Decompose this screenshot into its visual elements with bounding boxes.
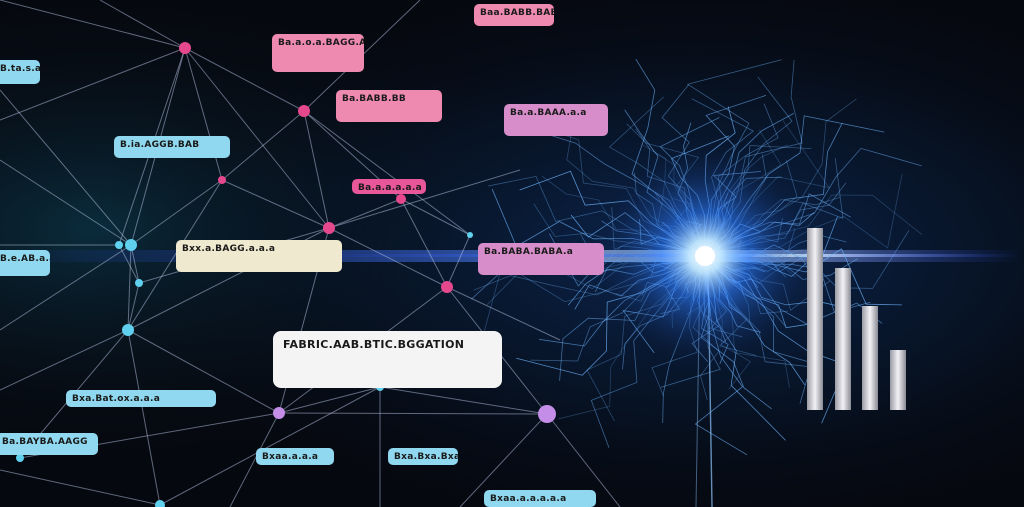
pink-node: [441, 281, 453, 293]
network-link: [328, 169, 521, 229]
bubble-violet-2: Ba.BABA.BABA.a: [478, 243, 604, 275]
network-link: [303, 110, 330, 229]
cyan-node: [115, 241, 123, 249]
network-link: [184, 47, 305, 112]
bubble-text: Ba.BABB.BB: [342, 94, 407, 104]
bubble-cyan-2: B.ia.AGGB.BAB: [114, 136, 230, 158]
network-link: [303, 110, 471, 236]
bubble-magenta-1: Ba.a.a.a.a.a: [352, 179, 426, 194]
network-link: [0, 159, 132, 246]
bubble-text: Ba.BAYBA.AAGG: [2, 437, 88, 447]
bar-3: [862, 306, 878, 410]
pink-node: [396, 194, 406, 204]
cyan-node: [125, 239, 137, 251]
bar-4: [890, 350, 906, 410]
pink-node: [179, 42, 191, 54]
bubble-cream-1: Bxx.a.BAGG.a.a.a: [176, 240, 342, 272]
bubble-cyan-1: B.ta.s.a: [0, 60, 40, 84]
network-link: [0, 244, 132, 331]
pink-node: [298, 105, 310, 117]
bubble-cyan-6: Bxaa.a.a.a: [256, 448, 334, 465]
network-link: [278, 386, 381, 414]
bubble-text: FABRIC.AAB.BTIC.BGGATION: [283, 338, 465, 351]
network-link: [0, 329, 129, 391]
bubble-text: B.ia.AGGB.BAB: [120, 140, 200, 150]
network-link: [221, 179, 330, 229]
bubble-text: Bxaa.a.a.a.a.a: [490, 494, 567, 504]
bubble-cyan-3: B.e.AB.a.a: [0, 250, 50, 276]
pink-node: [323, 222, 335, 234]
network-link: [99, 0, 186, 49]
network-link: [328, 227, 448, 288]
network-link: [278, 412, 548, 415]
network-link: [328, 198, 402, 229]
bubble-cyan-4: Bxa.Bat.ox.a.a.a: [66, 390, 216, 407]
network-link: [229, 412, 280, 507]
bubble-text: B.e.AB.a.a: [0, 254, 50, 264]
bubble-text: Bxa.Bxa.Bxa: [394, 452, 458, 462]
bubble-text: Ba.a.BAAA.a.a: [510, 108, 587, 118]
bubble-cyan-8: Bxaa.a.a.a.a.a: [484, 490, 596, 507]
cyan-node: [467, 232, 473, 238]
bubble-cyan-5: Ba.BAYBA.AAGG: [0, 433, 98, 455]
network-link: [118, 244, 140, 284]
network-link: [127, 329, 161, 506]
violet-node: [538, 405, 556, 423]
bubble-cyan-7: Bxa.Bxa.Bxa: [388, 448, 458, 465]
bar-1: [807, 228, 823, 410]
network-link: [159, 386, 381, 506]
bubble-pink-1: Ba.a.o.a.BAGG.A: [272, 34, 364, 72]
network-link: [400, 198, 448, 288]
cyan-node: [16, 454, 24, 462]
network-link: [459, 413, 548, 507]
network-link: [379, 386, 548, 415]
network-link: [184, 47, 223, 181]
bubble-text: Ba.BABA.BABA.a: [484, 247, 574, 257]
bar-2: [835, 268, 851, 410]
bubble-text: Ba.a.o.a.BAGG.A: [278, 38, 364, 48]
bubble-text: Baa.BABB.BAB: [480, 8, 554, 18]
cyan-node: [155, 500, 165, 507]
network-link: [127, 244, 132, 331]
network-link: [0, 0, 186, 49]
bubble-text: Ba.a.a.a.a.a: [358, 183, 422, 193]
pink-node: [218, 176, 226, 184]
bubble-text: B.ta.s.a: [0, 64, 40, 74]
network-link: [184, 47, 330, 229]
network-link: [0, 89, 132, 246]
network-nodes: [16, 42, 556, 507]
network-link: [127, 282, 140, 331]
bubble-white-large: FABRIC.AAB.BTIC.BGGATION: [273, 331, 502, 388]
bubble-text: Bxx.a.BAGG.a.a.a: [182, 244, 276, 254]
network-link: [127, 329, 280, 414]
cyan-node: [135, 279, 143, 287]
bubble-text: Bxaa.a.a.a: [262, 452, 319, 462]
network-link: [0, 469, 161, 506]
network-link: [446, 286, 561, 341]
energy-core: [695, 246, 715, 266]
network-link: [446, 234, 471, 288]
network-link: [0, 47, 186, 121]
network-link: [127, 179, 223, 331]
network-link: [130, 244, 140, 284]
bubble-violet-1: Ba.a.BAAA.a.a: [504, 104, 608, 136]
bubble-pink-2: Baa.BABB.BAB: [474, 4, 554, 26]
network-link: [130, 179, 223, 246]
violet-node: [273, 407, 285, 419]
bubble-text: Bxa.Bat.ox.a.a.a: [72, 394, 161, 404]
network-link: [400, 198, 471, 236]
bubble-pink-3: Ba.BABB.BB: [336, 90, 442, 122]
network-link: [546, 413, 621, 507]
bar-figure: [807, 228, 906, 410]
cyan-node: [122, 324, 134, 336]
